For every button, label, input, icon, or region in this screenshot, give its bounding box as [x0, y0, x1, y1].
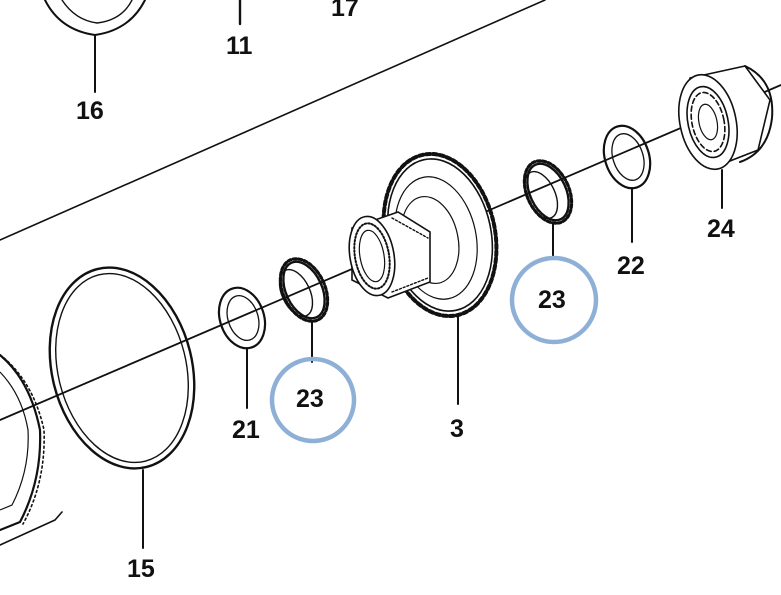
callout-11: 11: [226, 32, 253, 60]
callout-15: 15: [127, 555, 155, 583]
part-16-disc: [44, 0, 146, 93]
callout-21: 21: [232, 416, 260, 444]
callout-17: 17: [331, 0, 359, 22]
callout-24: 24: [707, 215, 735, 243]
callout-23-left: 23: [296, 385, 324, 413]
part-23-right-ring: [522, 159, 574, 259]
highlight-circle-23-right: [509, 255, 599, 345]
part-15-o-ring: [48, 266, 196, 549]
callout-22: 22: [617, 252, 645, 280]
part-24-bearing: [678, 65, 774, 209]
part-21-washer: [217, 286, 267, 409]
part-3-gear-assembly: [348, 151, 499, 405]
highlight-circle-23-left: [269, 356, 357, 444]
callout-23-right: 23: [538, 286, 566, 314]
part-23-left-ring: [278, 257, 330, 363]
callout-3: 3: [450, 415, 464, 443]
part-22-washer: [602, 124, 652, 243]
housing-outline: [0, 0, 546, 546]
callout-16: 16: [76, 97, 104, 125]
left-gear-edge: [0, 353, 45, 532]
